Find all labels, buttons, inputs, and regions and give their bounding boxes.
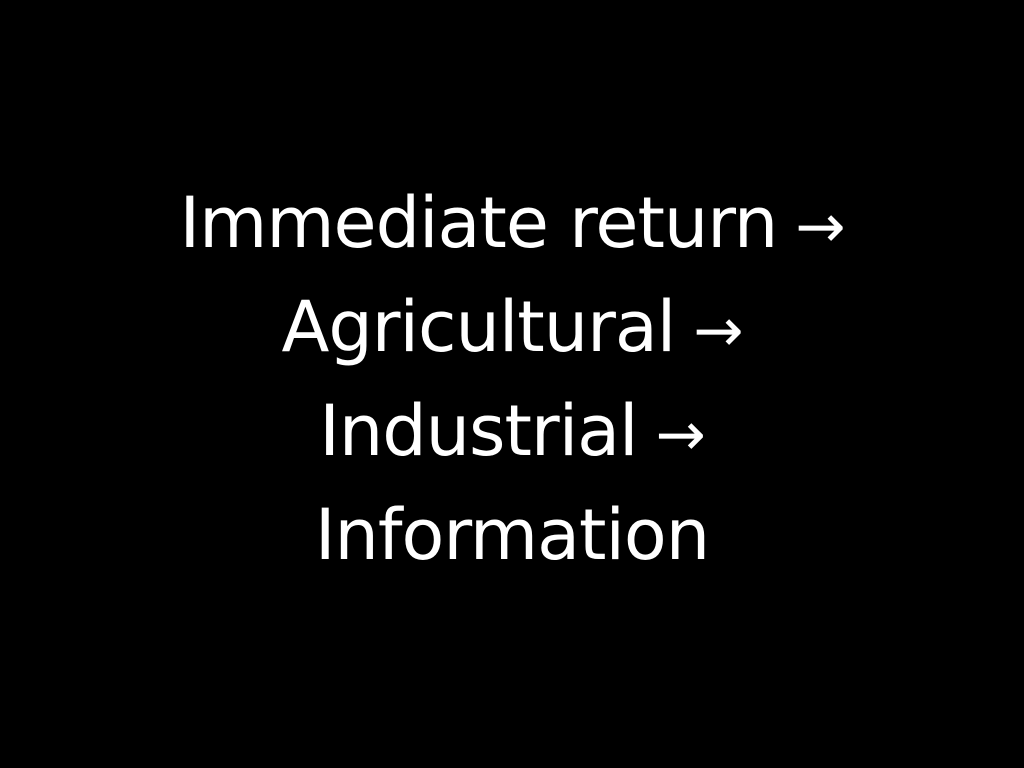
slide-line-immediate-return: Immediate return→: [179, 173, 846, 277]
right-arrow-icon: →: [795, 192, 845, 262]
line-text: Information: [314, 494, 710, 576]
slide-line-industrial: Industrial→: [319, 381, 706, 485]
right-arrow-icon: →: [693, 296, 743, 366]
line-text: Immediate return: [179, 182, 779, 264]
line-text: Industrial: [319, 390, 638, 472]
slide-line-information: Information: [314, 485, 710, 585]
slide-text-block: Immediate return→ Agricultural→ Industri…: [179, 173, 846, 585]
right-arrow-icon: →: [655, 400, 706, 470]
slide-line-agricultural: Agricultural→: [281, 277, 743, 381]
line-text: Agricultural: [281, 286, 676, 368]
